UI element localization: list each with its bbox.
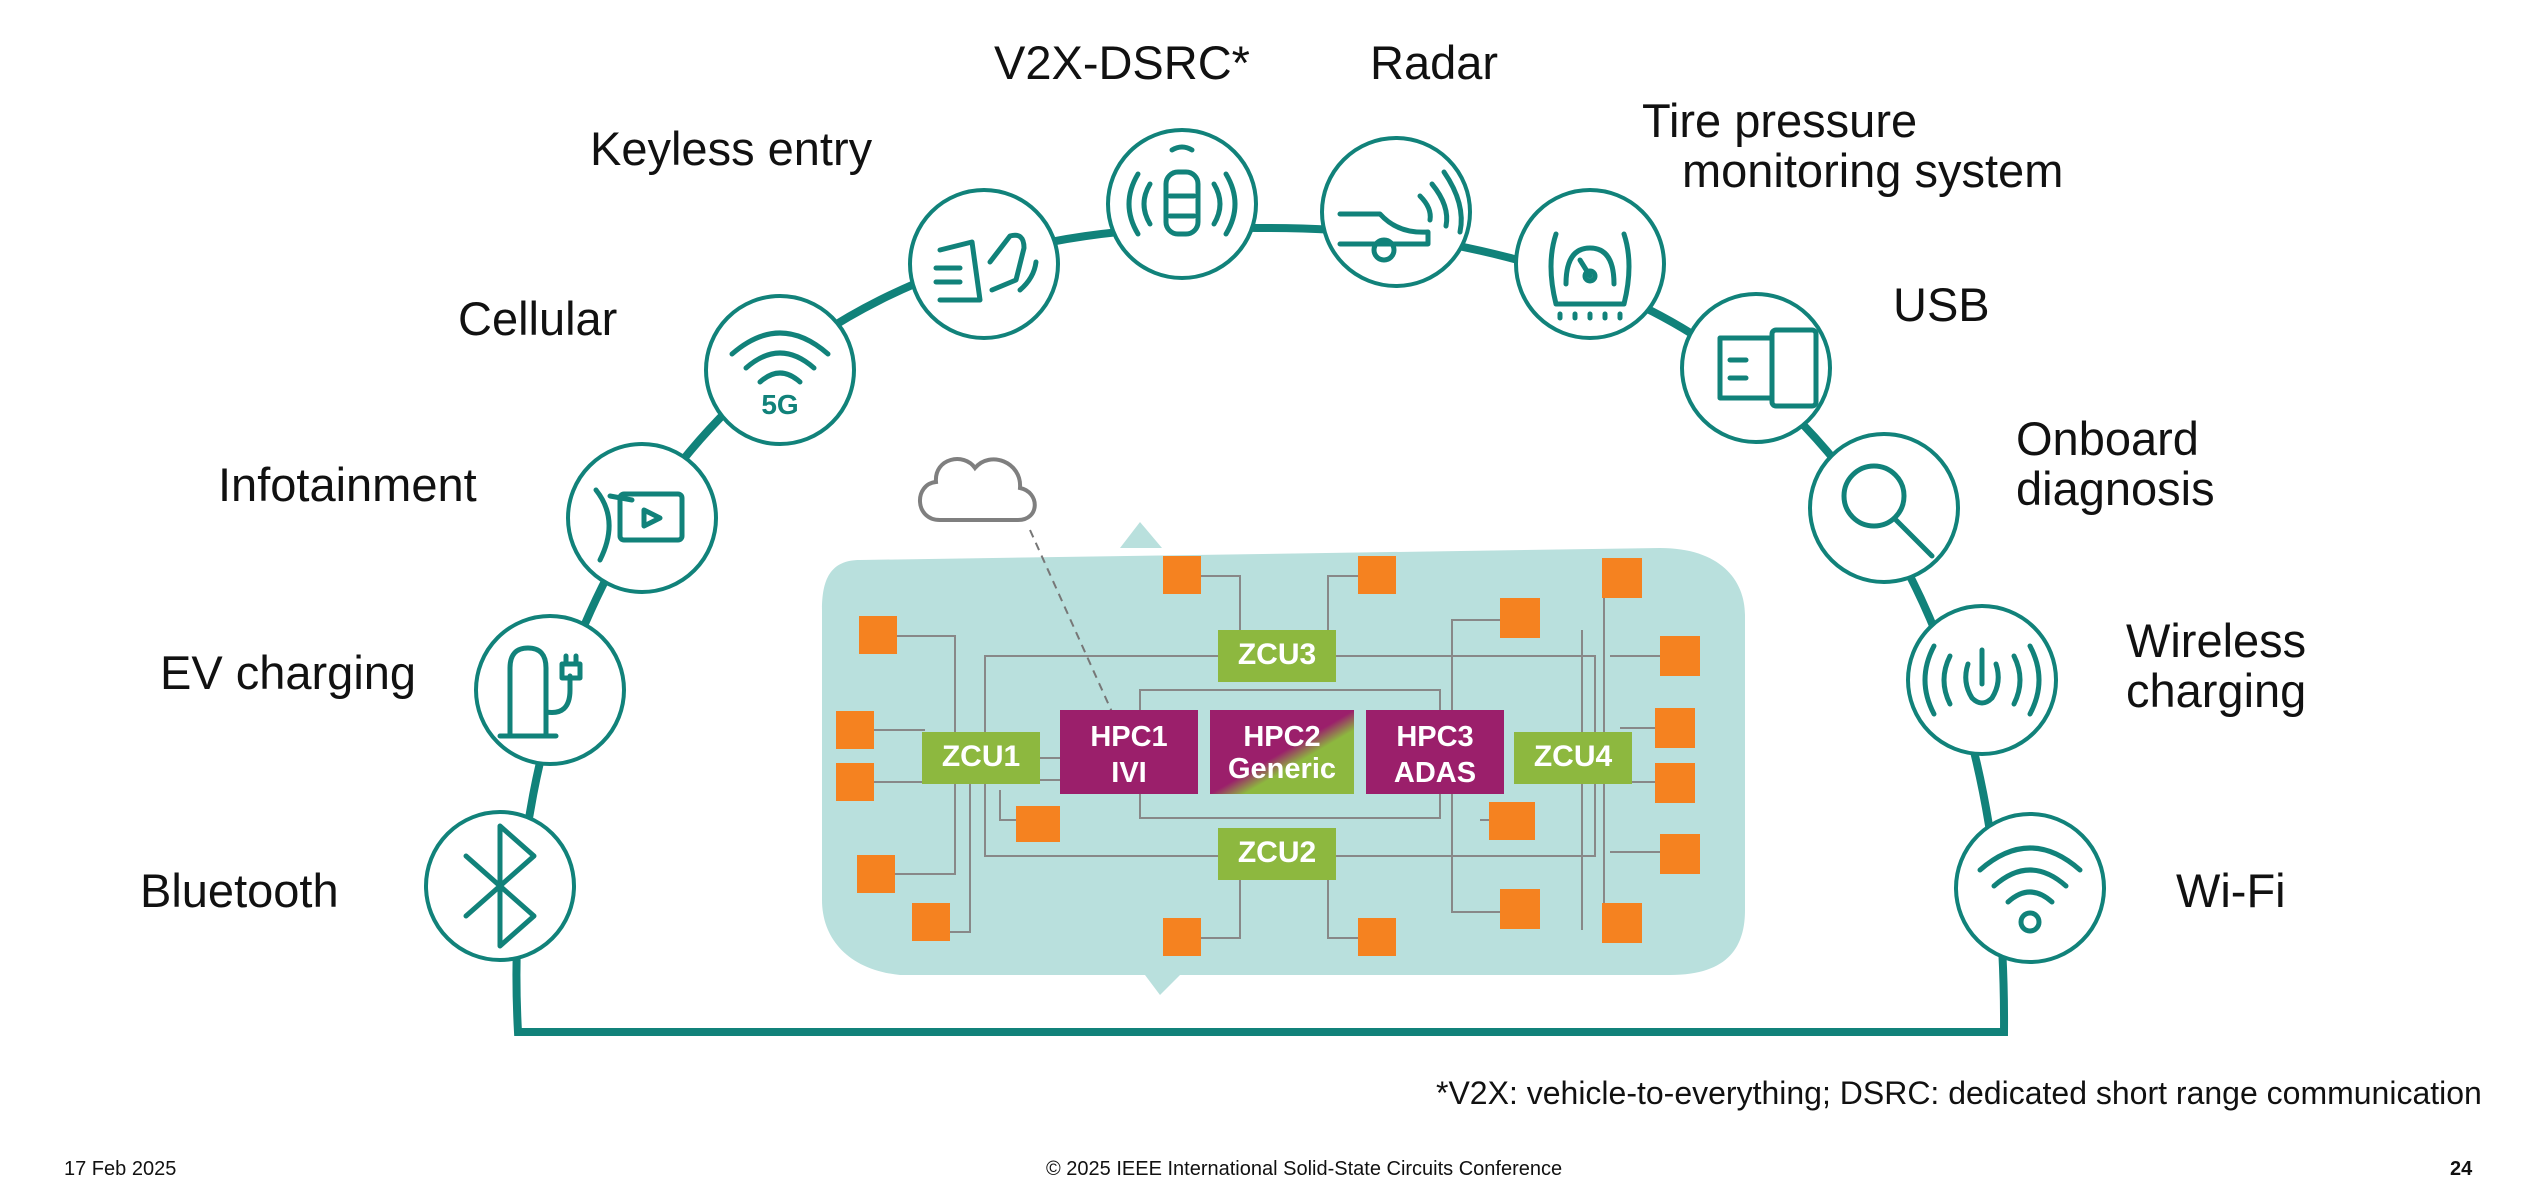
svg-text:Generic: Generic [1228,753,1336,785]
usb-label: USB [1893,278,1990,331]
sensor-node [1655,763,1695,803]
infotainment-icon [566,442,718,594]
sensor-node [859,616,897,654]
sensor-node [1602,558,1642,598]
sensor-node [1500,598,1540,638]
hpc3-box: HPC3 ADAS [1366,710,1504,794]
zcu4-box: ZCU4 [1514,732,1632,784]
onboard-diagnosis-label-line1: Onboard [2016,412,2199,465]
v2x-dsrc-label: V2X-DSRC* [994,36,1250,89]
ev-charging-icon [474,614,626,766]
cloud-icon [918,457,1037,522]
sensor-nodes [836,556,1700,956]
onboard-diagnosis-label-line2: diagnosis [2016,462,2215,515]
wireless-charging-label: Wireless charging [2126,616,2306,716]
svg-text:HPC1: HPC1 [1090,721,1167,753]
sensor-node [1655,708,1695,748]
svg-text:ADAS: ADAS [1394,757,1476,789]
keyless-entry-label: Keyless entry [590,122,873,175]
tire-pressure-label-line2: monitoring system [1682,144,2064,197]
page-number: 24 [2450,1158,2473,1180]
sensor-node [1163,918,1201,956]
footnote: *V2X: vehicle-to-everything; DSRC: dedic… [1436,1075,2482,1111]
zcu1-box: ZCU1 [922,732,1040,784]
svg-text:HPC2: HPC2 [1243,721,1320,753]
svg-text:ZCU3: ZCU3 [1238,638,1316,671]
tire-pressure-label-line1: Tire pressure [1642,94,1918,147]
sensor-node [1489,802,1535,840]
zcu2-box: ZCU2 [1218,828,1336,880]
sensor-node [1602,903,1642,943]
svg-text:5G: 5G [761,389,798,420]
tire-pressure-label: Tire pressure monitoring system [1642,96,2063,196]
sensor-node [1163,556,1201,594]
usb-icon [1680,292,1832,444]
footer-copyright: © 2025 IEEE International Solid-State Ci… [1046,1158,1563,1180]
keyless-entry-icon [908,188,1060,340]
svg-text:ZCU1: ZCU1 [942,740,1020,773]
infotainment-label: Infotainment [218,458,477,511]
bluetooth-label: Bluetooth [140,864,339,917]
hpc2-box: HPC2 Generic [1210,710,1354,794]
sensor-node [836,711,874,749]
svg-text:ZCU4: ZCU4 [1534,740,1613,773]
zcu3-box: ZCU3 [1218,630,1336,682]
wifi-label: Wi-Fi [2176,864,2286,917]
onboard-diagnosis-label: Onboard diagnosis [2016,414,2215,514]
bluetooth-icon [424,810,576,962]
sensor-node [1660,636,1700,676]
onboard-diagnosis-icon [1808,432,1960,584]
sensor-node [1358,556,1396,594]
cellular-label: Cellular [458,292,618,345]
hpc1-box: HPC1 IVI [1060,710,1198,794]
sensor-node [1016,806,1060,842]
sensor-node [912,903,950,941]
radar-icon [1320,136,1472,288]
sensor-node [857,855,895,893]
svg-text:ZCU2: ZCU2 [1238,836,1316,869]
cellular-5g-icon: 5G [704,294,856,446]
wifi-icon [1954,812,2106,964]
footer-date: 17 Feb 2025 [64,1158,177,1180]
tire-pressure-icon [1514,188,1666,340]
wireless-charging-label-line1: Wireless [2126,614,2307,667]
ev-charging-label: EV charging [160,646,417,699]
cloud-link [1029,529,1113,713]
wireless-charging-icon [1906,604,2058,756]
v2x-dsrc-icon [1106,128,1258,280]
sensor-node [836,763,874,801]
sensor-node [1358,918,1396,956]
wireless-charging-label-line2: charging [2126,664,2307,717]
svg-text:HPC3: HPC3 [1396,721,1473,753]
sensor-node [1660,834,1700,874]
radar-label: Radar [1370,36,1499,89]
sensor-node [1500,889,1540,929]
svg-text:IVI: IVI [1111,757,1146,789]
